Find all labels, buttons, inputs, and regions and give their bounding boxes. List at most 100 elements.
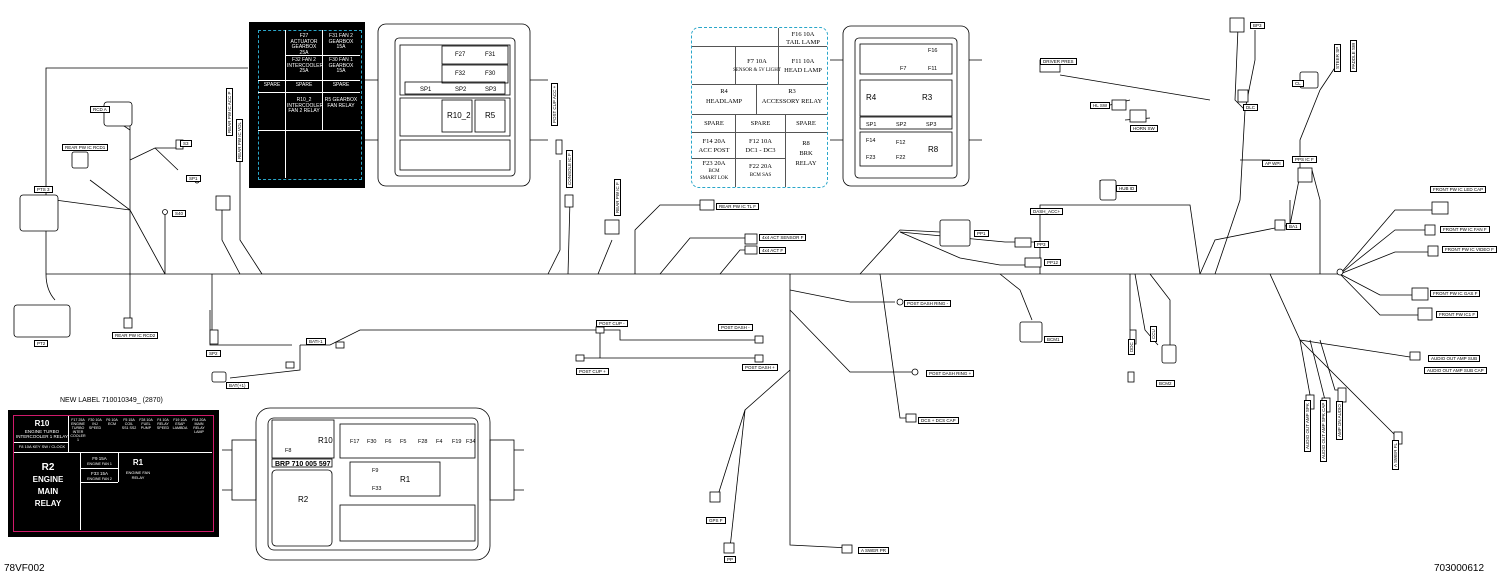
- divider: [735, 46, 736, 84]
- fuse-cell-sub: HEAD LAMP: [784, 67, 822, 74]
- fuse-label: F14: [866, 138, 875, 144]
- relay-label: R4: [866, 93, 877, 102]
- fuse-cell: F32 FAN 2 INTERCOOLER 25A: [287, 57, 324, 74]
- relay-cell-sub: BRK: [799, 150, 813, 157]
- fuse-cell-sub: SENSOR & 5V LIGHT: [733, 68, 781, 73]
- connector-tag: CCU: [1150, 326, 1157, 342]
- relay-cell-sub: ENGINE TURBO INTERCOOLER 1 RELAY: [16, 429, 68, 439]
- divider: [118, 452, 119, 482]
- connector-tag: POST CUP -: [596, 320, 628, 327]
- connector-tag: POST DASH RING +: [926, 370, 975, 377]
- connector-tag: FRONT PW IC1 F: [1436, 311, 1479, 318]
- relay-label: R3: [922, 93, 933, 102]
- fuse-cell-sub: ENGINE FAN 2: [87, 477, 112, 481]
- fuse-label: F30: [367, 439, 376, 445]
- fuse-cell: F19 10A ESAP LAMBDA: [172, 418, 188, 430]
- fuse-cell: F5 15A COIL SS1 SS2: [121, 418, 137, 430]
- fuse-label: F32: [455, 71, 466, 77]
- connector-tag: DDC: [1128, 339, 1135, 355]
- fuse-label: F4: [436, 439, 442, 445]
- fuse-label: F11: [928, 66, 937, 72]
- connector-tag: S3: [180, 140, 192, 147]
- connector-tag: RCD A: [90, 106, 110, 113]
- relay-label: R10_2: [447, 111, 471, 120]
- fuse-cell: F6 10A ECM: [106, 418, 118, 426]
- connector-tag: DCS + DCS CAP: [918, 417, 959, 424]
- fuse-cell: F27 ACTUATOR GEARBOX 25A: [290, 33, 318, 56]
- relay-cell-sub: ACCESSORY RELAY: [761, 98, 823, 105]
- fuse-cell: F14 20A: [702, 138, 726, 145]
- fuse-box-top-left-labels: F27 F31 F32 F30 SP1 SP2 SP3 R10_2 R5: [420, 52, 497, 120]
- fuse-cell: F33 15A: [90, 471, 108, 476]
- fuse-label: F17: [350, 439, 359, 445]
- connector-tag: AUDIO OUT AMP SUB: [1428, 355, 1481, 362]
- connector-tag: REAR PW IC RCD1: [62, 144, 109, 151]
- fuse-label: SP3: [485, 87, 497, 93]
- fuse-label: F22: [896, 155, 905, 161]
- connector-tag: POST CUP +: [576, 368, 609, 375]
- divider: [785, 114, 786, 187]
- divider: [14, 442, 68, 443]
- connector-tag: FRONT PW IC FAN F: [1440, 226, 1490, 233]
- relay-label: R1: [400, 475, 411, 484]
- fuse-label: F33: [372, 486, 381, 492]
- fuse-box-bottom: [222, 407, 524, 561]
- label-border: [13, 415, 214, 532]
- divider: [285, 30, 286, 178]
- fuse-cell-sub: BCM SAS: [749, 173, 772, 178]
- connector-tag: S40: [172, 210, 187, 217]
- connector-tag: REAR PW IC ACC P: [226, 88, 233, 136]
- fuse-cell-sub: DC1 - DC3: [745, 147, 776, 154]
- fuse-label: F28: [418, 439, 427, 445]
- connector-tag: STEER SP: [1334, 43, 1341, 72]
- connector-tag: AMP ON AUDIO: [1336, 401, 1343, 440]
- fuse-label: F6: [385, 439, 391, 445]
- fuse-label-card-black: F27 ACTUATOR GEARBOX 25A F31 FAN 2 GEARB…: [249, 22, 365, 188]
- fuse-cell: F7 10A: [747, 58, 767, 65]
- connector-tag: POST DASH RING -: [904, 300, 952, 307]
- relay-cell-sub: ENGINE: [32, 475, 64, 484]
- connector-tag: REAR PW IC RCD2: [112, 332, 159, 339]
- fuse-label-card-cyan: F16 10A TAIL LAMP F7 10A SENSOR & 5V LIG…: [691, 27, 828, 188]
- fuse-cell: F23 20A: [702, 160, 726, 167]
- connector-tag: 4x4 ACT SENSOR F: [759, 234, 807, 241]
- relay-cell-sub: HEADLAMP: [705, 98, 743, 105]
- fuse-cell: F9 15A: [92, 456, 107, 461]
- connector-tag: AUDIO OUT AMP SPK: [1304, 400, 1311, 452]
- fuse-label: SP3: [926, 122, 936, 128]
- connector-tag: BA1: [1286, 223, 1301, 230]
- fuse-cell: SPARE: [263, 82, 281, 88]
- connector-tag: SP2: [206, 350, 221, 357]
- fuse-label: F27: [455, 52, 466, 58]
- relay-cell: R1: [132, 458, 144, 467]
- relay-cell: R4: [720, 88, 728, 95]
- connector-tag: DRIVER PRES: [1040, 58, 1077, 65]
- connector-tag: DLC: [1243, 104, 1259, 111]
- relay-label: R8: [928, 145, 939, 154]
- relay-cell-sub: ENGINE FAN RELAY: [125, 470, 151, 480]
- relay-cell: R2: [41, 462, 55, 473]
- harness-wires: [45, 27, 1435, 549]
- fuse-label: SP2: [455, 87, 467, 93]
- fuse-cell: F4 10A RELAY SPEED: [156, 418, 170, 430]
- fuse-cell: F12 10A: [749, 138, 772, 145]
- fuse-box-top-left: [360, 23, 548, 187]
- divider: [80, 482, 118, 483]
- spare-cell: SPARE: [750, 120, 771, 127]
- connector-tag: AP WPI: [1262, 160, 1284, 167]
- connector-tag: HL SW: [1090, 102, 1111, 109]
- divider: [692, 114, 827, 115]
- fuse-cell: SPARE: [332, 82, 350, 88]
- relay-label: R10: [318, 436, 333, 445]
- label-dashed-border: [258, 30, 362, 180]
- connector-tag: SP1: [186, 175, 201, 182]
- connector-tag: PP1: [974, 230, 989, 237]
- divider: [756, 84, 757, 114]
- spare-cell: SPARE: [796, 120, 816, 127]
- relay-cell: R3: [788, 88, 796, 95]
- connector-tag: REAR PW IC TL F: [716, 203, 760, 210]
- connector-tag: PP3: [1034, 241, 1049, 248]
- fuse-cell: F8 10A KEY SW / CLOCK: [18, 444, 66, 449]
- connector-tag: PTS 3: [34, 186, 53, 193]
